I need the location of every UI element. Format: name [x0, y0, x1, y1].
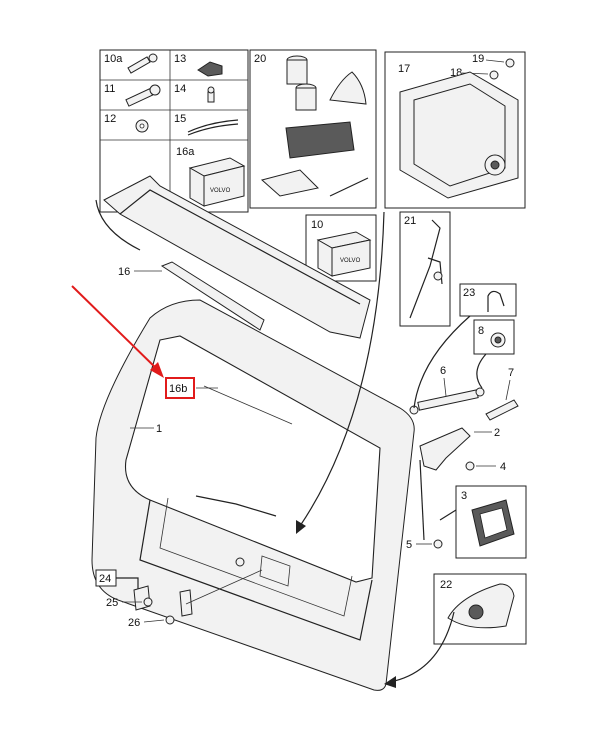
screw-14-icon: [207, 86, 215, 103]
gas-strut-6: 6: [409, 365, 485, 415]
box-10: 10 VOLVO: [305, 214, 377, 282]
label-21: 21: [404, 215, 416, 227]
rod-box-21: 21: [399, 211, 451, 327]
label-8: 8: [478, 325, 484, 337]
hinge-2: 2: [419, 427, 500, 541]
label-22: 22: [440, 579, 452, 591]
highlight-box: [165, 377, 195, 399]
box-brand-2: VOLVO: [340, 258, 361, 264]
label-19: 19: [472, 53, 484, 65]
label-17: 17: [398, 63, 410, 75]
highlight-16b: 16b: [71, 285, 218, 399]
strap-15-icon: [187, 119, 239, 136]
clip-13-icon: [197, 61, 223, 77]
label-16b: 16b: [169, 383, 187, 395]
washer-12-icon: [135, 119, 149, 133]
label-6: 6: [440, 365, 446, 377]
label-11: 11: [104, 83, 115, 95]
label-16a: 16a: [176, 146, 195, 158]
label-10: 10: [311, 219, 323, 231]
box-brand-1: VOLVO: [210, 188, 231, 194]
guide-arrows: [296, 211, 487, 688]
bolt-5: 5: [406, 539, 443, 551]
box-16a-icon: VOLVO: [188, 157, 246, 207]
handle-box-22: 22: [433, 573, 527, 645]
label-3: 3: [461, 490, 467, 502]
label-10a: 10a: [104, 53, 123, 65]
kit-box-20: 20: [249, 49, 377, 209]
brake-light-16: 16: [118, 261, 265, 331]
label-25: 25: [106, 597, 118, 609]
tailgate: [91, 299, 415, 691]
label-16: 16: [118, 266, 130, 278]
small-parts-grid: 10a 13 11 14 12 15 16a: [99, 49, 249, 213]
hook-box-23: 23: [459, 283, 517, 317]
nut-box-8: 8: [473, 319, 515, 355]
label-2: 2: [494, 427, 500, 439]
bracket-parts-25-26: 25 26: [106, 569, 263, 629]
actuator-box-17: 17 19 18: [384, 51, 526, 209]
label-4: 4: [500, 461, 506, 473]
label-13: 13: [174, 53, 186, 65]
label-26: 26: [128, 617, 140, 629]
screw-10a-icon: [127, 53, 158, 74]
label-24: 24: [99, 573, 111, 585]
label-7: 7: [508, 367, 514, 379]
label-14: 14: [174, 83, 186, 95]
bracket-7: 7: [485, 367, 519, 421]
label-5: 5: [406, 539, 412, 551]
highlight-arrow-line: [71, 285, 161, 373]
label-15: 15: [174, 113, 186, 125]
highlight-arrowhead: [150, 362, 164, 378]
roof-spoiler: [95, 175, 371, 339]
label-1: 1: [156, 423, 162, 435]
label-20: 20: [254, 53, 266, 65]
seal-box-3: 3: [455, 485, 527, 559]
callout-24: 24: [95, 569, 139, 590]
label-23: 23: [463, 287, 475, 299]
bolt-4: 4: [465, 461, 506, 473]
bolt-11-icon: [125, 84, 161, 107]
label-12: 12: [104, 113, 116, 125]
